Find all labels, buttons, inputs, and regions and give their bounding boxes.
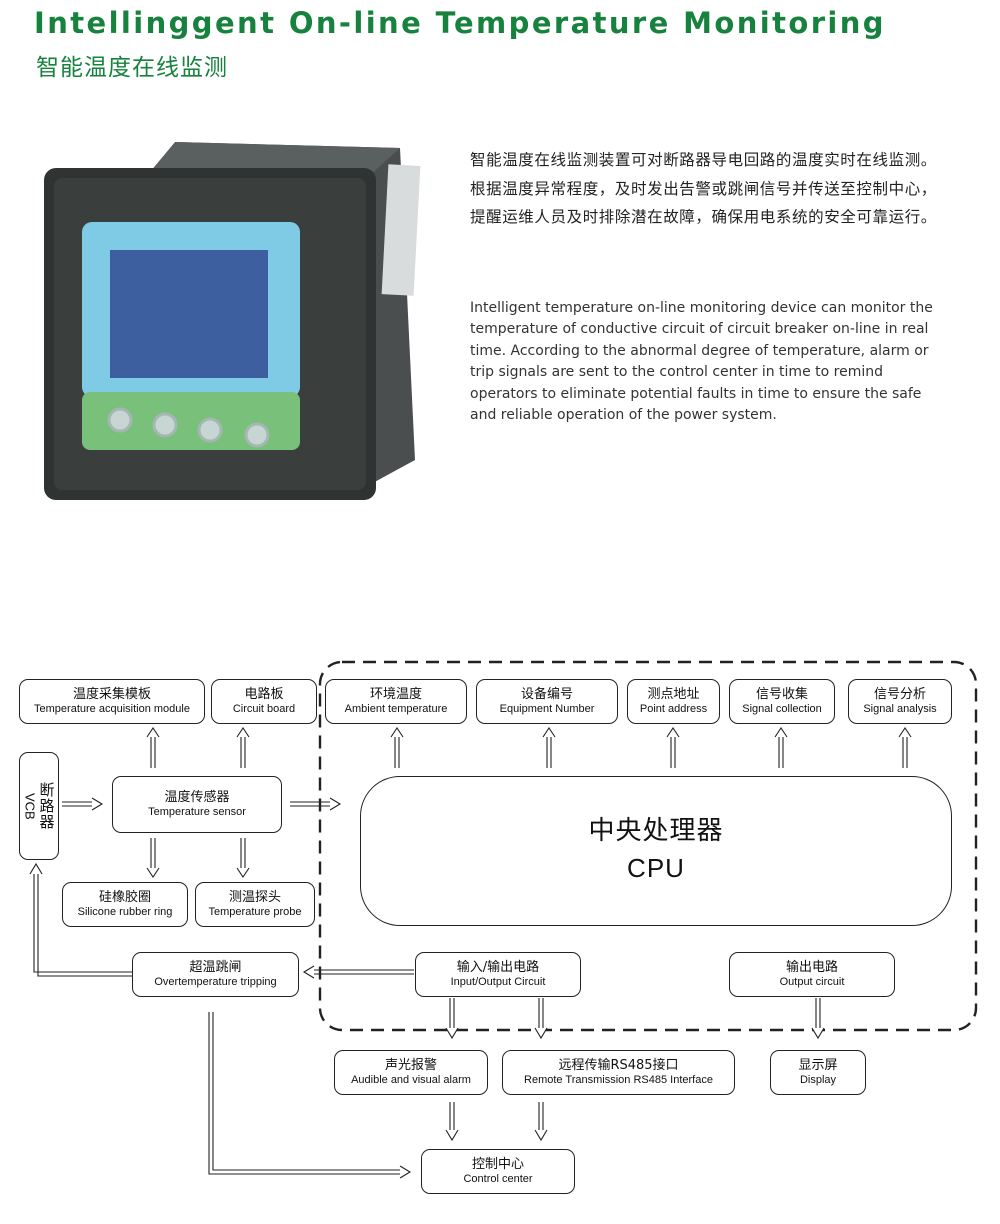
box-label-cn: 测温探头 — [228, 890, 281, 905]
box-label-en: Point address — [639, 703, 708, 715]
box-label-cn: 显示屏 — [798, 1058, 838, 1073]
box-label-cn: 远程传输RS485接口 — [558, 1058, 679, 1073]
monitoring-device-image — [44, 142, 421, 500]
box-label-cn: 环境温度 — [369, 687, 422, 702]
diagram-connectors — [29, 660, 978, 1179]
box-label-en: Output circuit — [779, 976, 845, 988]
box-label-cn: 硅橡胶圈 — [98, 890, 151, 905]
page-title-en: Intellinggent On-line Temperature Monito… — [34, 6, 886, 40]
box-label-en: Temperature sensor — [148, 806, 246, 818]
device-housing-top — [150, 142, 400, 175]
box-label-en: Equipment Number — [499, 703, 595, 715]
box-label-en: Audible and visual alarm — [351, 1074, 471, 1086]
device-button-4 — [244, 422, 270, 448]
page-title-cn: 智能温度在线监测 — [36, 55, 228, 81]
cpu-box: 中央处理器 CPU — [360, 776, 952, 926]
description-en: Intelligent temperature on-line monitori… — [470, 300, 933, 424]
box-label-en: Remote Transmission RS485 Interface — [524, 1074, 713, 1086]
box-label-cn: 超温跳闸 — [189, 960, 242, 975]
box-label-cn: 温度传感器 — [164, 790, 230, 805]
box-label-cn: 中央处理器 — [588, 816, 724, 846]
box-label-cn: 输入/输出电路 — [456, 960, 540, 975]
box-label-en: Silicone rubber ring — [77, 906, 173, 918]
box-label-en: Signal analysis — [863, 703, 937, 715]
box-label-cn: 断路器 — [37, 782, 56, 830]
device-label-sticker — [381, 164, 421, 296]
device-button-1 — [107, 407, 133, 433]
description-cn: 智能温度在线监测装置可对断路器导电回路的温度实时在线监测。根据温度异常程度，及时… — [470, 151, 937, 226]
box-label-en: VCB — [22, 792, 38, 820]
box-label-en: Temperature probe — [208, 906, 302, 918]
device-boundary — [318, 660, 978, 1032]
box-label-en: Circuit board — [232, 703, 296, 715]
box-label-cn: 信号收集 — [755, 687, 808, 702]
device-button-2 — [152, 412, 178, 438]
box-label-en: CPU — [627, 853, 685, 883]
box-label-cn: 信号分析 — [873, 687, 926, 702]
box-label-en: Signal collection — [742, 703, 822, 715]
box-label-en: Temperature acquisition module — [34, 703, 190, 715]
lcd-screen — [110, 250, 268, 378]
box-label-cn: 设备编号 — [520, 687, 573, 702]
box-label-cn: 控制中心 — [471, 1157, 524, 1172]
box-label-en: Input/Output Circuit — [450, 976, 546, 988]
box-label-cn: 温度采集模板 — [72, 687, 151, 702]
box-label-cn: 声光报警 — [384, 1058, 437, 1073]
box-label-cn: 电路板 — [244, 687, 284, 702]
device-button-3 — [197, 417, 223, 443]
box-label-cn: 测点地址 — [647, 687, 700, 702]
box-label-en: Control center — [463, 1173, 533, 1185]
box-label-en: Display — [799, 1074, 837, 1086]
box-label-en: Overtemperature tripping — [154, 976, 277, 988]
box-label-cn: 输出电路 — [785, 960, 838, 975]
box-label-en: Ambient temperature — [344, 703, 448, 715]
